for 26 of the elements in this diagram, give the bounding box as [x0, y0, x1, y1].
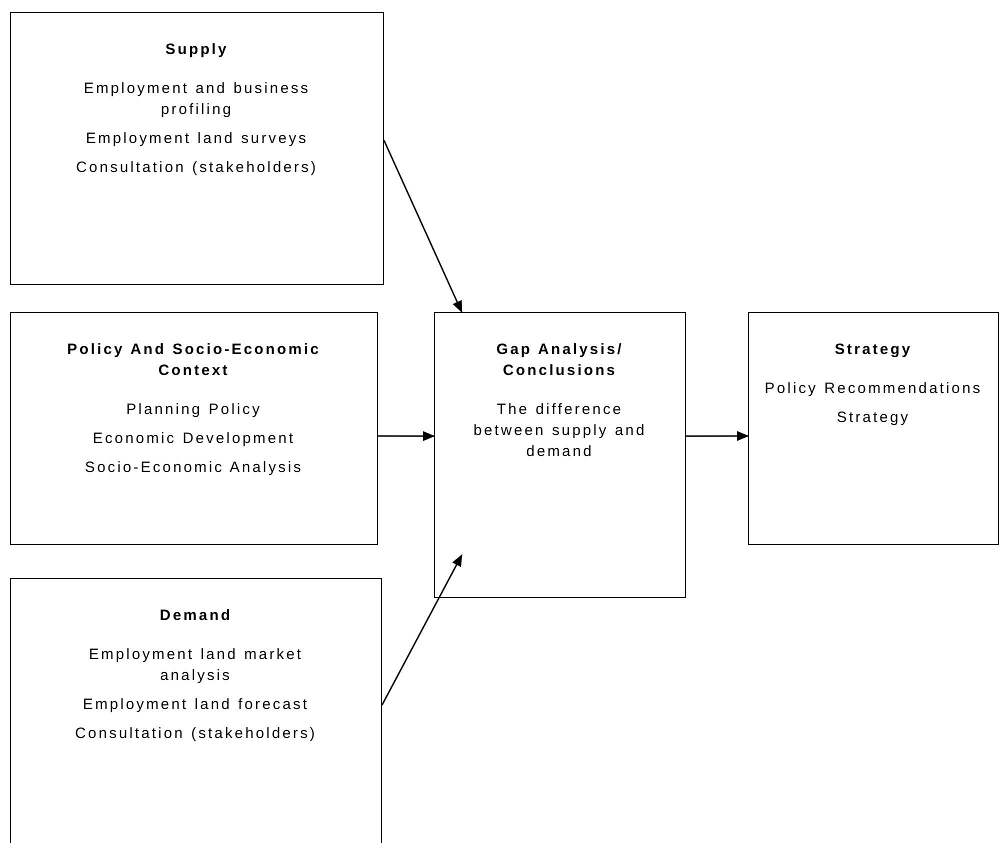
- box-text: Employment land forecast: [82, 695, 310, 715]
- box-text: Economic Development: [92, 429, 296, 449]
- arrow: [383, 140, 462, 313]
- box-text: The difference between supply and demand: [473, 400, 647, 462]
- process-box: [10, 12, 384, 285]
- box-heading: Strategy: [834, 340, 914, 360]
- process-box: [10, 312, 378, 545]
- process-box: [434, 312, 686, 598]
- box-text: Planning Policy: [125, 400, 263, 420]
- box-text: Consultation (stakeholders): [74, 724, 318, 744]
- box-text: Strategy: [836, 408, 912, 428]
- process-box: [10, 578, 382, 843]
- box-text: Employment and business profiling: [82, 79, 312, 120]
- box-text: Employment land market analysis: [88, 645, 304, 686]
- box-text: Policy Recommendations: [764, 379, 984, 399]
- arrow: [686, 430, 749, 441]
- box-heading: Policy And Socio-Economic Context: [66, 340, 322, 381]
- box-text: Socio-Economic Analysis: [84, 458, 304, 478]
- process-box: [748, 312, 999, 545]
- box-heading: Demand: [158, 606, 234, 626]
- box-text: Employment land surveys: [84, 129, 310, 149]
- arrow: [378, 431, 435, 442]
- box-text: Consultation (stakeholders): [75, 158, 319, 178]
- box-heading: Supply: [164, 40, 230, 60]
- arrow: [381, 554, 462, 706]
- box-heading: Gap Analysis/ Conclusions: [495, 340, 625, 381]
